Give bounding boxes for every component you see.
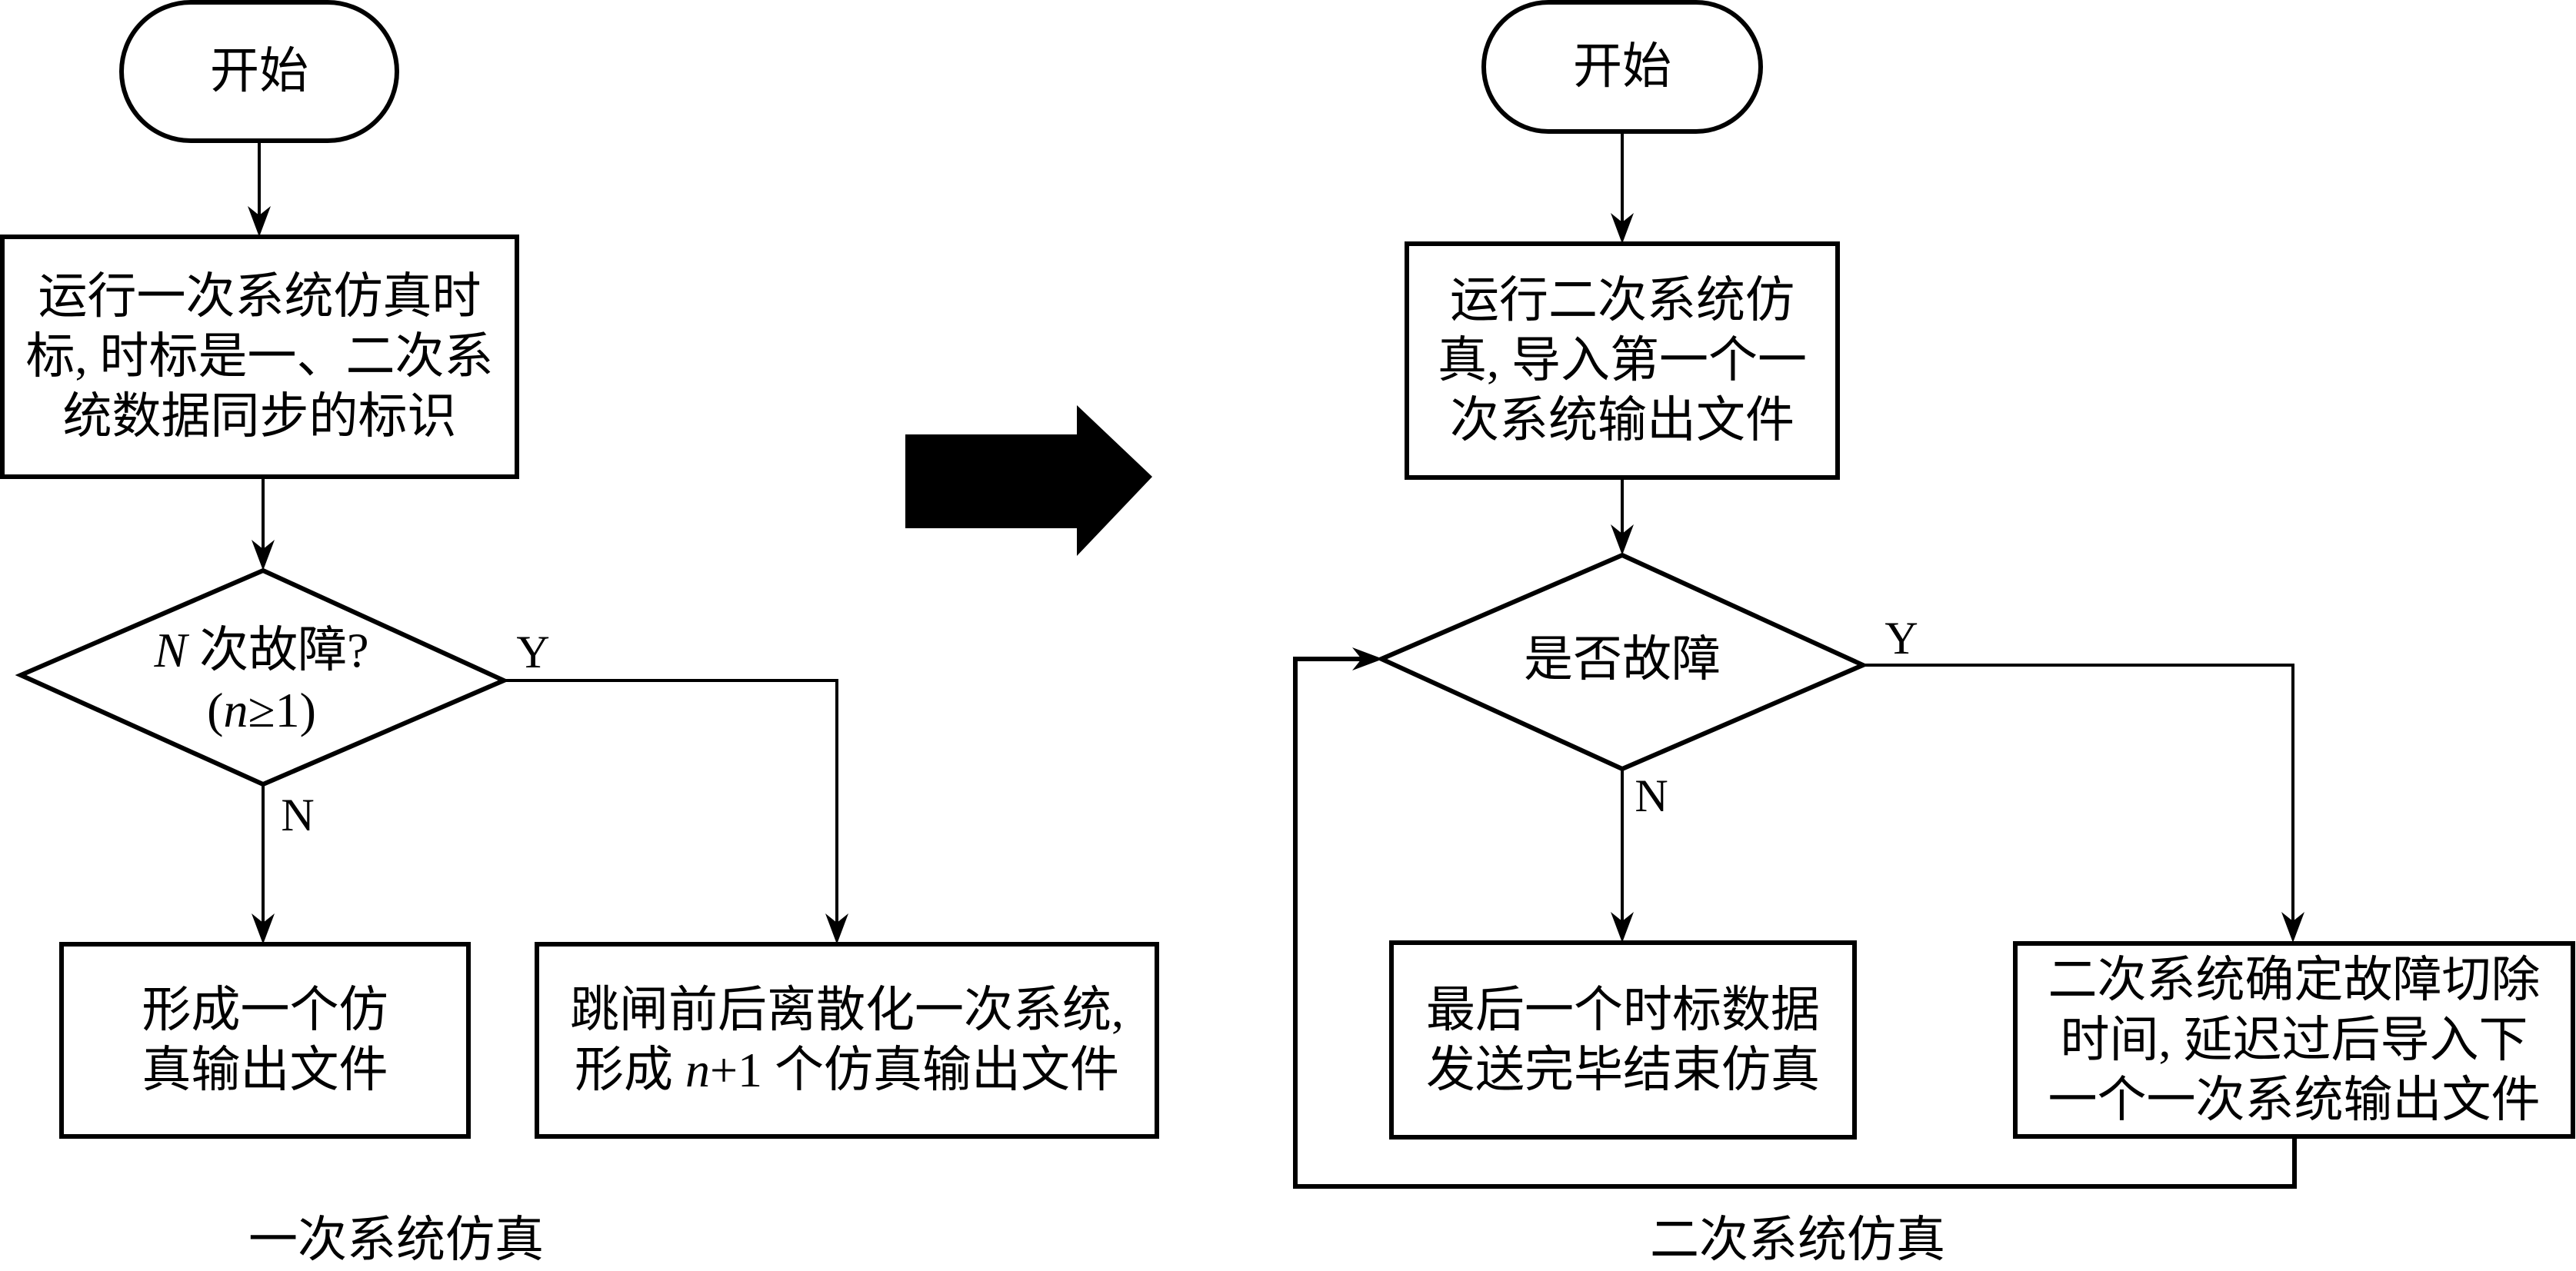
left-no-result-box xyxy=(59,942,471,1139)
left-start-label: 开始 xyxy=(210,44,308,98)
left-arrowhead-no xyxy=(252,913,275,944)
right-no-result-text: 最后一个时标数据 发送完毕结束仿真 xyxy=(1391,943,1855,1137)
left-decision-text: N 次故障? (n≥1) xyxy=(100,615,423,746)
left-connector-yes xyxy=(504,679,838,923)
left-yes-result-line1: 跳闸前后离散化一次系统, xyxy=(570,983,1124,1037)
right-no-result-box xyxy=(1389,940,1857,1140)
right-yes-result-line: 一个一次系统输出文件 xyxy=(2048,1072,2541,1127)
right-arrowhead-step1 xyxy=(1611,213,1634,244)
left-yes-label: Y xyxy=(516,627,550,677)
left-decision-line2: (n≥1) xyxy=(207,680,316,740)
right-start-label: 开始 xyxy=(1573,39,1671,94)
right-yes-result-box xyxy=(2013,941,2575,1139)
right-step1-box xyxy=(1405,241,1840,480)
right-arrowhead-decision xyxy=(1611,524,1634,555)
left-step1-text: 运行一次系统仿真时 标, 时标是一、二次系 统数据同步的标识 xyxy=(2,237,517,477)
left-yes-result-text: 跳闸前后离散化一次系统, 形成 n+1 个仿真输出文件 xyxy=(537,944,1157,1136)
right-no-result-line: 最后一个时标数据 xyxy=(1426,982,1820,1037)
right-connector-yes xyxy=(1863,664,2294,921)
right-step1-line: 真, 导入第一个一 xyxy=(1438,333,1807,388)
left-arrowhead-yes xyxy=(825,913,848,944)
left-decision-line1: N 次故障? xyxy=(154,621,368,680)
left-step1-box xyxy=(0,235,519,479)
right-step1-line: 次系统输出文件 xyxy=(1450,393,1795,448)
right-yes-label: Y xyxy=(1885,613,1918,664)
left-yes-result-post: +1 个仿真输出文件 xyxy=(709,1043,1120,1097)
left-step1-line: 标, 时标是一、二次系 xyxy=(25,329,494,384)
left-decision-line1-text: 次故障? xyxy=(187,623,369,677)
left-step1-line: 运行一次系统仿真时 xyxy=(38,269,482,324)
right-loop-connector xyxy=(1293,657,2297,1189)
left-decision-paren-open: ( xyxy=(207,683,224,737)
right-arrowhead-loop xyxy=(1352,647,1383,670)
left-no-result-line: 形成一个仿 xyxy=(142,983,388,1037)
left-yes-result-pre: 形成 xyxy=(574,1043,685,1097)
left-arrowhead-step1 xyxy=(248,206,271,237)
left-decision-var-n: n xyxy=(223,683,248,737)
right-step1-line: 运行二次系统仿 xyxy=(1450,273,1795,328)
right-yes-result-text: 二次系统确定故障切除 时间, 延迟过后导入下 一个一次系统输出文件 xyxy=(2015,943,2573,1136)
left-yes-result-var-n: n xyxy=(685,1043,710,1097)
left-yes-result-box xyxy=(535,942,1159,1139)
left-no-result-text: 形成一个仿 真输出文件 xyxy=(62,944,468,1136)
right-no-result-line: 发送完毕结束仿真 xyxy=(1426,1042,1820,1097)
right-step1-text: 运行二次系统仿 真, 导入第一个一 次系统输出文件 xyxy=(1407,244,1838,477)
left-decision-line2-text: ≥1) xyxy=(248,683,316,737)
right-decision-text: 是否故障 xyxy=(1524,632,1721,687)
left-step1-line: 统数据同步的标识 xyxy=(62,389,457,444)
left-no-label: N xyxy=(281,790,315,840)
left-decision-var-N: N xyxy=(154,623,188,677)
right-yes-result-line: 时间, 延迟过后导入下 xyxy=(2060,1012,2528,1067)
left-yes-result-line2: 形成 n+1 个仿真输出文件 xyxy=(575,1040,1119,1100)
right-arrowhead-no xyxy=(1611,912,1634,943)
left-panel-caption: 一次系统仿真 xyxy=(248,1213,544,1267)
right-arrowhead-yes xyxy=(2281,912,2304,943)
right-yes-result-line: 二次系统确定故障切除 xyxy=(2048,952,2541,1007)
right-panel-caption: 二次系统仿真 xyxy=(1650,1213,1945,1267)
transition-block-arrow-icon xyxy=(905,405,1152,556)
right-no-label: N xyxy=(1635,770,1668,821)
left-no-result-line: 真输出文件 xyxy=(142,1043,388,1097)
left-arrowhead-decision xyxy=(252,540,275,571)
